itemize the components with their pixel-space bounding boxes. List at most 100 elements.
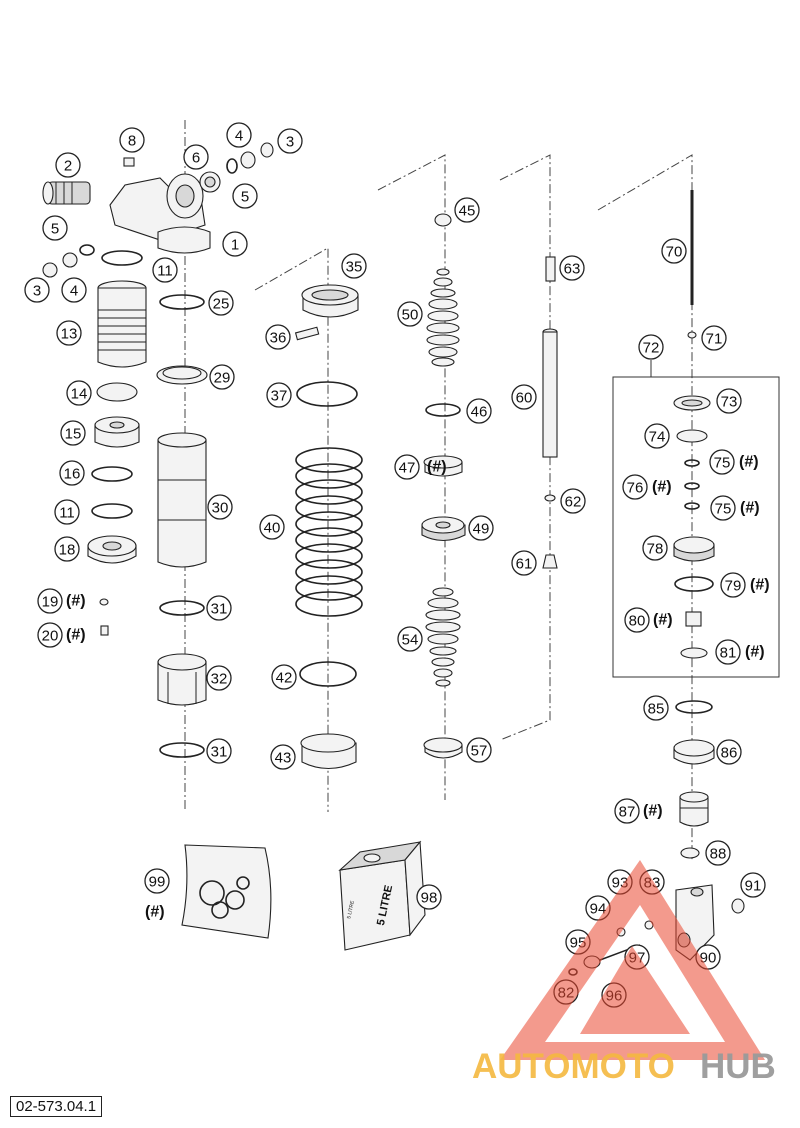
part-45-nut <box>434 213 452 227</box>
part-5-ring-lower <box>79 244 95 256</box>
callout-50: 50 <box>397 301 423 327</box>
callout-32: 32 <box>206 665 232 691</box>
callout-86: 86 <box>716 739 742 765</box>
callout-number: 4 <box>70 283 78 300</box>
callout-number: 80 <box>629 613 646 630</box>
part-98-oil-container: 5 LITRE 5 LITRE <box>338 840 426 951</box>
callout-number: 79 <box>725 578 742 595</box>
part-18-cap <box>87 535 137 564</box>
part-37-washer <box>296 381 358 407</box>
callout-number: 8 <box>128 133 136 150</box>
callout-number: 36 <box>270 330 287 347</box>
callout-number: 76 <box>627 480 644 497</box>
part-62-washer <box>544 494 556 502</box>
callout-54: 54 <box>397 626 423 652</box>
callout-13: 13 <box>56 320 82 346</box>
kit-72-box <box>612 376 780 678</box>
callout-number: 82 <box>558 985 575 1002</box>
callout-number: 19 <box>42 594 59 611</box>
callout-number: 49 <box>473 521 490 538</box>
callout-number: 75 <box>714 455 731 472</box>
part-50-shim-stack <box>426 268 460 367</box>
hash-mark: (#) <box>66 593 86 610</box>
callout-14: 14 <box>66 380 92 406</box>
callout-20: 20 <box>37 622 63 648</box>
callout-number: 3 <box>286 134 294 151</box>
callout-number: 62 <box>565 494 582 511</box>
hash-mark: (#) <box>750 577 770 594</box>
callout-number: 1 <box>231 237 239 254</box>
callout-number: 71 <box>706 331 723 348</box>
part-5-ring-upper <box>226 158 238 174</box>
callout-79: 79 <box>720 572 746 598</box>
callout-number: 86 <box>721 745 738 762</box>
part-71-oring <box>687 331 697 339</box>
part-2-adjuster <box>42 181 91 205</box>
callout-number: 3 <box>33 283 41 300</box>
callout-42: 42 <box>271 664 297 690</box>
callout-90: 90 <box>695 944 721 970</box>
part-85-circlip <box>675 700 713 714</box>
callout-2: 2 <box>55 152 81 178</box>
part-47-band <box>423 455 463 477</box>
callout-30: 30 <box>207 494 233 520</box>
callout-layer: 1233445568111113141516181920252930313132… <box>24 122 766 1008</box>
callout-19: 19 <box>37 588 63 614</box>
part-78-seal-head <box>673 536 715 562</box>
callout-76: 76 <box>622 474 648 500</box>
callout-number: 13 <box>61 326 78 343</box>
callout-number: 72 <box>643 340 660 357</box>
callout-81: 81 <box>715 639 741 665</box>
callout-number: 40 <box>264 520 281 537</box>
callout-number: 29 <box>214 370 231 387</box>
callout-87: 87 <box>614 798 640 824</box>
callout-88: 88 <box>705 840 731 866</box>
callout-number: 35 <box>346 259 363 276</box>
part-4-seal-upper <box>240 151 256 169</box>
part-61-bump <box>542 554 558 569</box>
part-25-oring <box>159 294 205 310</box>
part-81-scraper <box>680 647 708 659</box>
part-87-bumper <box>679 791 709 827</box>
rod-column <box>542 256 558 569</box>
part-32-nut <box>157 653 207 706</box>
callout-number: 93 <box>612 875 629 892</box>
hash-mark: (#) <box>145 904 165 921</box>
part-88-nut <box>680 847 700 859</box>
callout-83: 83 <box>639 869 665 895</box>
callout-number: 20 <box>42 628 59 645</box>
callout-94: 94 <box>585 895 611 921</box>
callout-number: 81 <box>720 645 737 662</box>
part-16-oring <box>91 466 133 482</box>
hash-mark: (#) <box>740 500 760 517</box>
part-43-seat <box>300 733 357 770</box>
callout-82: 82 <box>553 979 579 1005</box>
callout-5: 5 <box>42 215 68 241</box>
callout-91: 91 <box>740 872 766 898</box>
callout-63: 63 <box>559 255 585 281</box>
part-3-cap-lower <box>42 262 58 278</box>
callout-15: 15 <box>60 420 86 446</box>
callout-number: 85 <box>648 701 665 718</box>
callout-5: 5 <box>232 183 258 209</box>
callout-number: 83 <box>644 875 661 892</box>
callout-number: 97 <box>629 950 646 967</box>
callout-16: 16 <box>59 460 85 486</box>
hash-mark: (#) <box>745 644 765 661</box>
callout-number: 90 <box>700 950 717 967</box>
callout-75: 75 <box>709 449 735 475</box>
document-code: 02-573.04.1 <box>10 1096 103 1117</box>
callout-number: 5 <box>241 189 249 206</box>
callout-number: 4 <box>235 128 243 145</box>
part-13-bladder <box>97 280 147 368</box>
callout-61: 61 <box>511 550 537 576</box>
callout-number: 87 <box>619 804 636 821</box>
hash-mark: (#) <box>652 479 672 496</box>
callout-number: 96 <box>606 988 623 1005</box>
callout-number: 94 <box>590 901 607 918</box>
callout-number: 6 <box>192 150 200 167</box>
callout-number: 98 <box>421 890 438 907</box>
part-8-screw <box>123 157 135 167</box>
callout-number: 31 <box>211 601 228 618</box>
